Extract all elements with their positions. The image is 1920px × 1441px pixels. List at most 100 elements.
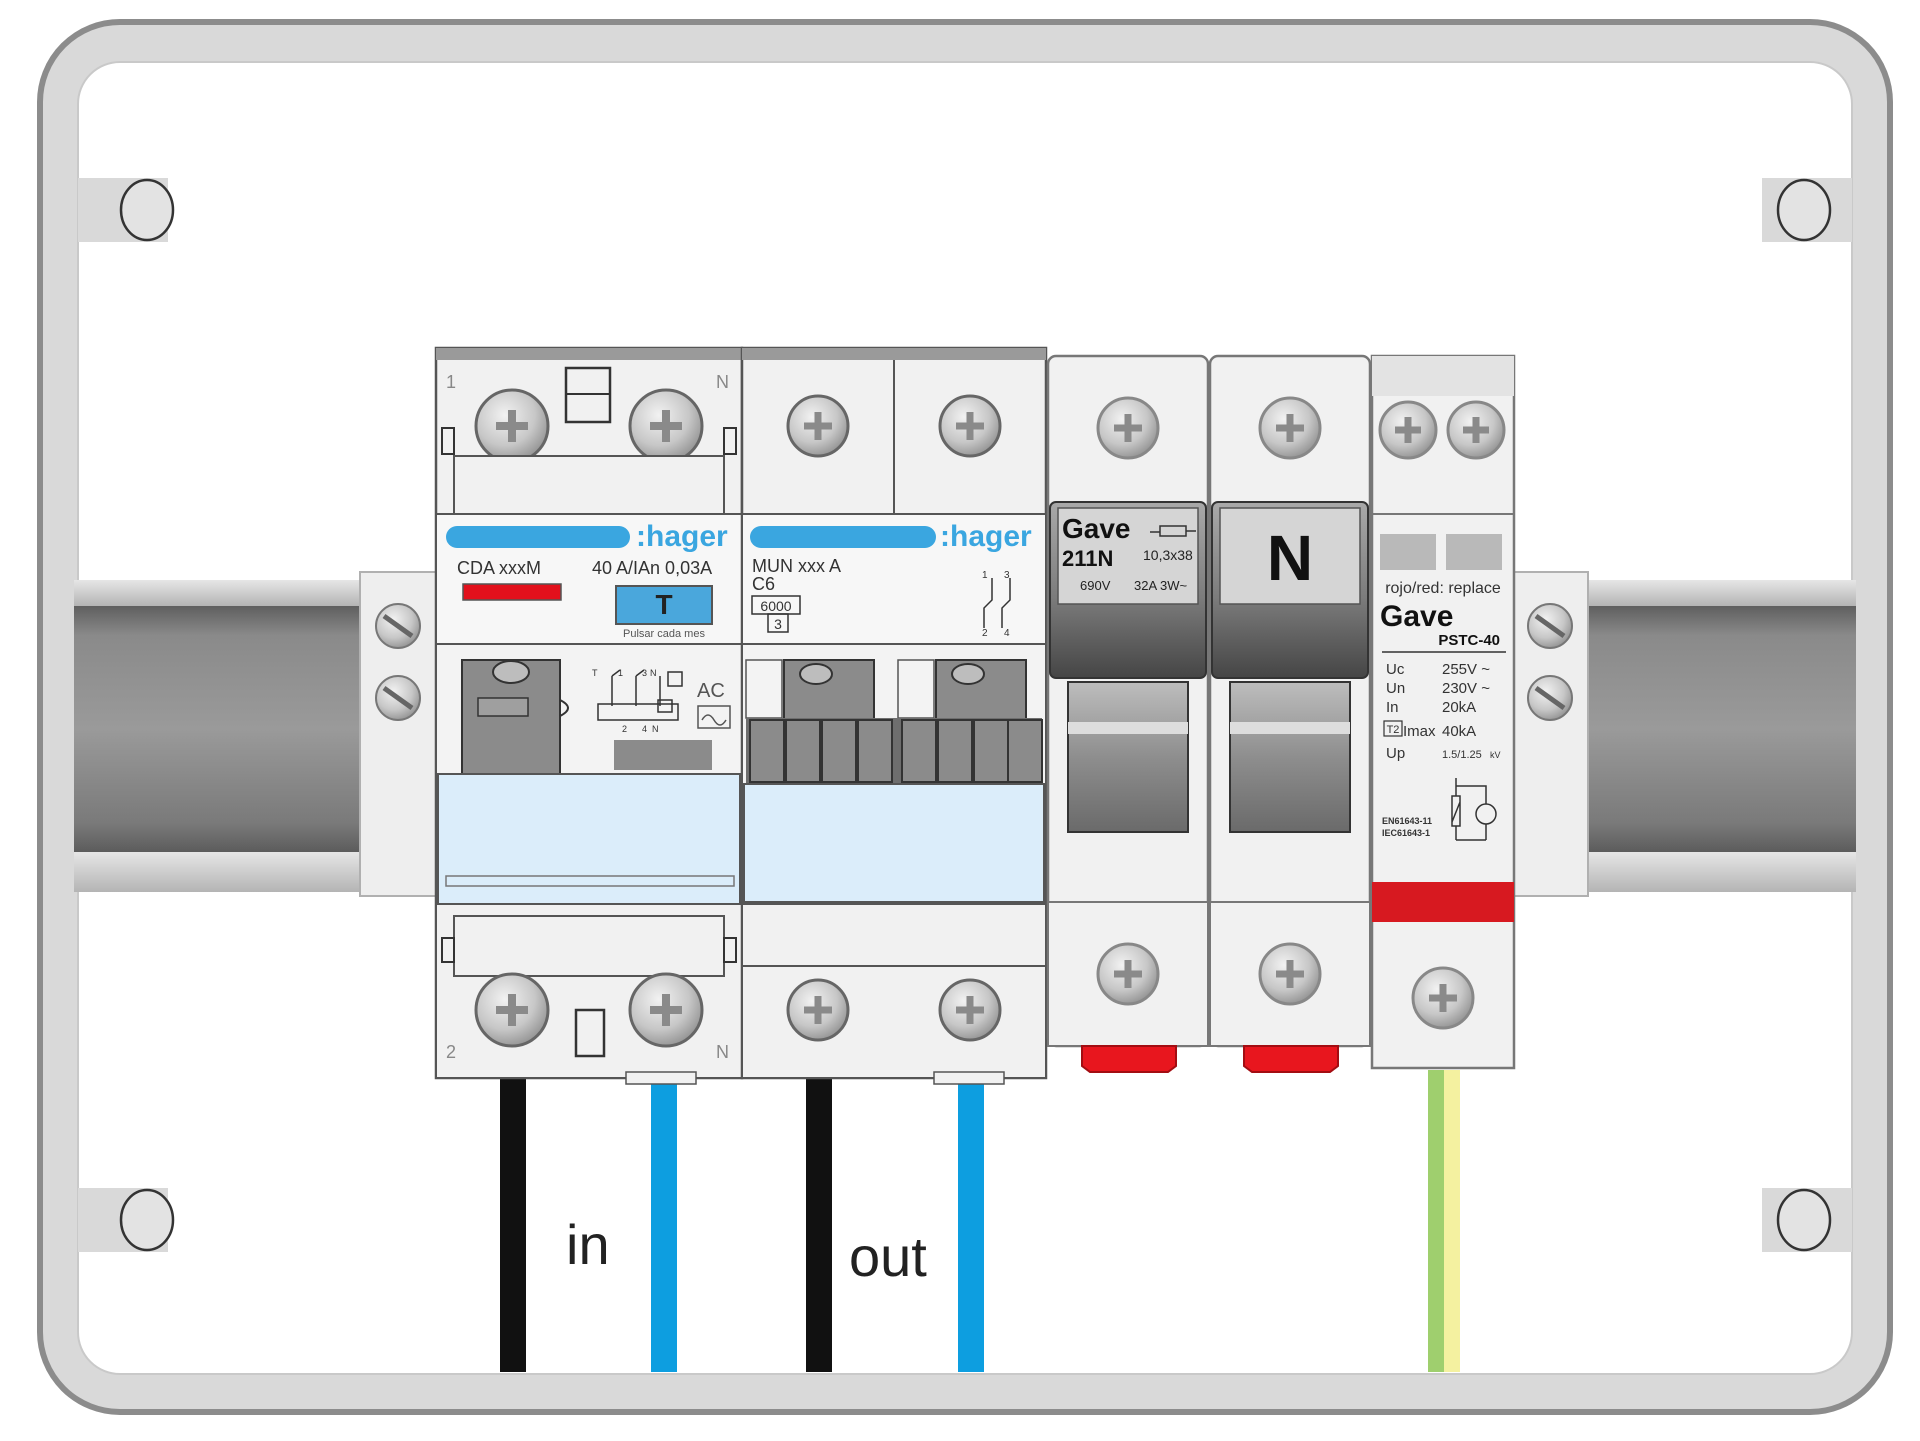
clamp-screw-icon: [375, 675, 421, 721]
terminal-screw-icon[interactable]: [628, 388, 704, 464]
test-button-label: T: [655, 589, 672, 620]
circuit-diagram-icon: [597, 669, 683, 721]
diagram-label: 2: [622, 724, 627, 734]
terminal-screw-icon[interactable]: [1446, 400, 1506, 460]
clamp-screw-icon: [1527, 675, 1573, 721]
spd-standard: IEC61643-1: [1382, 828, 1430, 838]
fuse-power: 32A 3W~: [1134, 578, 1188, 593]
wire-out-live: [806, 1072, 832, 1372]
diagram-label: 3: [642, 668, 647, 678]
test-button[interactable]: [615, 585, 713, 625]
trip-indicator: [462, 583, 562, 601]
fuse-symbol-icon: [1150, 525, 1196, 537]
mount-hole-icon: [1776, 1188, 1832, 1252]
wire-earth-yellow: [1444, 1070, 1460, 1372]
label-out: out: [849, 1225, 927, 1288]
mcb-window: [743, 783, 1045, 903]
test-note: Pulsar cada mes: [623, 628, 705, 640]
terminal-screw-icon[interactable]: [1096, 396, 1160, 460]
clamp-screw-icon: [375, 603, 421, 649]
terminal-label: 2: [446, 1042, 456, 1062]
spd-standard: EN61643-11: [1382, 816, 1432, 826]
spec-value: 255V ~: [1442, 661, 1490, 678]
rcbo-model: CDA xxxM: [457, 558, 541, 578]
terminal-screw-icon[interactable]: [474, 388, 550, 464]
wire-earth-green: [1428, 1070, 1444, 1372]
terminal-screw-icon[interactable]: [786, 978, 850, 1042]
diagram-label: T: [592, 668, 598, 678]
waveform-icon: [697, 705, 731, 729]
diagram-label: N: [652, 724, 659, 734]
din-release-tab[interactable]: [1243, 1045, 1339, 1073]
terminal-label: 1: [446, 372, 456, 392]
wire-in-neutral: [651, 1072, 677, 1372]
fuse-size: 10,3x38: [1143, 547, 1193, 563]
spec-value: 230V ~: [1442, 680, 1490, 697]
terminal-screw-icon[interactable]: [938, 978, 1002, 1042]
din-release-tab[interactable]: [1081, 1045, 1177, 1073]
spec-key: Up: [1386, 745, 1405, 762]
spec-key: Un: [1386, 680, 1405, 697]
terminal-screw-icon[interactable]: [1258, 942, 1322, 1006]
clamp-screw-icon: [1527, 603, 1573, 649]
spec-value: 1.5/1.25: [1442, 749, 1482, 761]
rcbo-brand: :hager: [636, 520, 728, 553]
spd-replace-note: rojo/red: replace: [1385, 580, 1501, 597]
diagram-label: 4: [642, 724, 647, 734]
wire-out-neutral: [958, 1072, 984, 1372]
mount-hole-icon: [119, 178, 175, 242]
mcb-model: MUN xxx A: [752, 556, 841, 576]
spec-value: 20kA: [1442, 699, 1476, 716]
terminal-label: N: [716, 1042, 729, 1062]
diagram-label: 1: [618, 668, 623, 678]
diagram-label: 1: [982, 570, 988, 581]
spd-model: PSTC-40: [1438, 632, 1500, 649]
spec-key: In: [1386, 699, 1399, 716]
terminal-screw-icon[interactable]: [938, 394, 1002, 458]
spd-class-badge: T2: [1387, 724, 1400, 736]
label-in: in: [566, 1213, 610, 1276]
spec-key: Imax: [1403, 723, 1436, 740]
mount-hole-icon: [119, 1188, 175, 1252]
fuse-voltage: 690V: [1080, 578, 1111, 593]
spec-value: 40kA: [1442, 723, 1476, 740]
mcb-breaking: 6000: [760, 598, 791, 614]
status-window: [1380, 534, 1436, 570]
wire-in-live: [500, 1072, 526, 1372]
rcbo-rating: 40 A/IAn 0,03A: [592, 558, 712, 578]
terminal-screw-icon[interactable]: [628, 972, 704, 1048]
wires: [500, 1070, 1460, 1372]
mcb-module: :hager MUN xxx A C6 6000 3 1 3 2 4: [740, 346, 1048, 1085]
rcbo-module: 1 N :hager CDA xxxM 40 A/IAn 0,03A T Pul…: [434, 346, 744, 1085]
fuse-holder-module: Gave 211N 10,3x38 690V 32A 3W~: [1046, 354, 1210, 1073]
mount-hole-icon: [1776, 178, 1832, 242]
terminal-screw-icon[interactable]: [1096, 942, 1160, 1006]
diagram-label: 4: [1004, 628, 1010, 639]
mcb-curve: C6: [752, 574, 775, 594]
terminal-screw-icon[interactable]: [786, 394, 850, 458]
neutral-module: N: [1208, 354, 1372, 1073]
neutral-label: N: [1267, 522, 1313, 594]
mcb-class: 3: [774, 616, 782, 632]
varistor-symbol-icon: [1451, 778, 1497, 841]
terminal-label: N: [716, 372, 729, 392]
diagram-label: 3: [1004, 570, 1010, 581]
spd-module: rojo/red: replace Gave PSTC-40 Uc 255V ~…: [1370, 354, 1516, 1070]
status-window: [1446, 534, 1502, 570]
mcb-brand: :hager: [940, 520, 1032, 553]
diagram-label: 2: [982, 628, 988, 639]
terminal-screw-icon[interactable]: [474, 972, 550, 1048]
spec-key: Uc: [1386, 661, 1405, 678]
replace-indicator: [1372, 882, 1514, 922]
circuit-diagram-icon: [983, 578, 1011, 628]
terminal-screw-icon[interactable]: [1258, 396, 1322, 460]
neutral-handle[interactable]: [1229, 681, 1351, 833]
spec-unit: kV: [1490, 750, 1501, 760]
earth-terminal-screw-icon[interactable]: [1411, 966, 1475, 1030]
fuse-brand: Gave: [1062, 513, 1131, 544]
terminal-screw-icon[interactable]: [1378, 400, 1438, 460]
fuse-handle[interactable]: [1067, 681, 1189, 833]
spd-brand: Gave: [1380, 600, 1453, 633]
